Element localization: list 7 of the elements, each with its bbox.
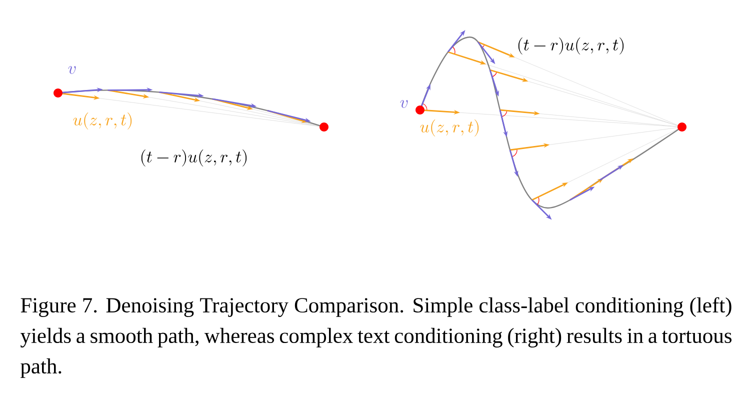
formula-label: $(t-r)u(z,r,t)$: [141, 150, 247, 166]
figure-caption: Figure 7. Denoising Trajectory Comparison. Simple class-label conditioning (left) yields a smooth path, whereas complex text conditioning (right) results in a tortuous path.: [20, 297, 732, 378]
formula-label: $u(z,r,t)$: [73, 112, 132, 130]
formula-label: $v$: [400, 100, 408, 108]
formula-label: $v$: [68, 66, 76, 74]
formula-label: $(t-r)u(z,r,t)$: [518, 38, 624, 54]
formula-label: $u(z,r,t)$: [420, 120, 479, 136]
